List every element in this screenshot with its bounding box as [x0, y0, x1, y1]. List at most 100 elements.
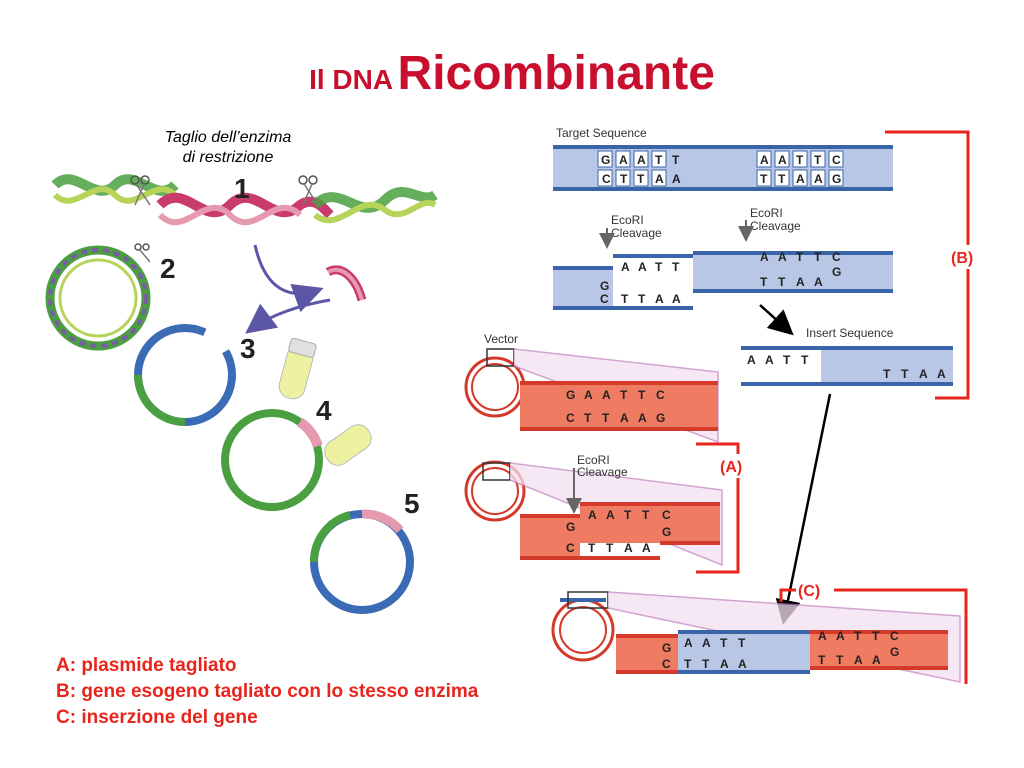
svg-text:T: T	[602, 411, 610, 425]
plasmid-3	[134, 324, 236, 426]
svg-text:A: A	[814, 172, 823, 186]
svg-text:A: A	[620, 411, 629, 425]
scissors-icon	[130, 175, 151, 206]
svg-text:A: A	[621, 260, 630, 274]
caption-line-2: di restrizione	[182, 149, 274, 166]
svg-text:C: C	[600, 292, 609, 306]
svg-text:A: A	[637, 153, 646, 167]
bracket-a-bg	[718, 454, 756, 478]
gene-fragment	[325, 265, 367, 302]
svg-text:G: G	[890, 645, 899, 659]
svg-text:T: T	[584, 411, 592, 425]
svg-text:A: A	[778, 153, 787, 167]
caption-line-1: Taglio dell’enzima	[164, 129, 292, 146]
svg-text:C: C	[662, 508, 671, 522]
svg-text:A: A	[638, 411, 647, 425]
svg-text:T: T	[854, 629, 862, 643]
test-tube-icon	[278, 337, 317, 400]
title-main: Ricombinante	[397, 47, 715, 100]
svg-text:T: T	[760, 172, 768, 186]
ecori-label-1: EcoRI	[611, 213, 644, 227]
svg-text:A: A	[606, 508, 615, 522]
svg-text:A: A	[760, 250, 769, 264]
svg-text:A: A	[760, 153, 769, 167]
cleavage-label-2: Cleavage	[750, 219, 801, 233]
svg-text:G: G	[656, 411, 665, 425]
svg-text:G: G	[566, 388, 575, 402]
bracket-a	[696, 442, 740, 574]
svg-text:T: T	[760, 275, 768, 289]
svg-text:G: G	[600, 279, 609, 293]
svg-text:T: T	[814, 153, 822, 167]
svg-text:T: T	[588, 541, 596, 555]
svg-text:T: T	[655, 153, 663, 167]
plasmid-4	[221, 409, 323, 511]
legend-a: A: plasmide tagliato	[56, 655, 237, 676]
svg-text:A: A	[655, 292, 664, 306]
svg-text:A: A	[765, 353, 774, 367]
bracket-b-bg	[948, 245, 988, 269]
cut-arrow	[253, 244, 324, 313]
svg-text:T: T	[814, 250, 822, 264]
svg-text:A: A	[588, 508, 597, 522]
svg-text:T: T	[672, 260, 680, 274]
plasmid-5	[309, 509, 414, 614]
svg-text:G: G	[662, 641, 671, 655]
svg-text:T: T	[620, 172, 628, 186]
svg-text:T: T	[836, 653, 844, 667]
svg-text:A: A	[619, 153, 628, 167]
svg-text:A: A	[937, 367, 946, 381]
to-insert-arrow	[759, 304, 794, 336]
svg-text:A: A	[624, 541, 633, 555]
svg-text:A: A	[655, 172, 664, 186]
legend-b: B: gene esogeno tagliato con lo stesso e…	[56, 681, 479, 702]
step-3-number: 3	[240, 333, 256, 364]
svg-text:T: T	[818, 653, 826, 667]
svg-text:T: T	[796, 250, 804, 264]
legend: A: plasmide tagliato B: gene esogeno tag…	[56, 653, 478, 731]
insert-sequence-label: Insert Sequence	[806, 326, 894, 340]
svg-text:C: C	[656, 388, 665, 402]
svg-text:A: A	[854, 653, 863, 667]
svg-text:T: T	[702, 657, 710, 671]
svg-text:A: A	[796, 172, 805, 186]
svg-text:A: A	[672, 292, 681, 306]
svg-text:C: C	[832, 250, 841, 264]
bracket-a-label: (A)	[720, 459, 742, 476]
step-5-number: 5	[404, 488, 420, 519]
svg-text:T: T	[738, 636, 746, 650]
svg-text:T: T	[642, 508, 650, 522]
svg-text:T: T	[637, 172, 645, 186]
page-title: Il DNA Ricombinante	[0, 46, 1024, 101]
vector-label: Vector	[484, 332, 518, 346]
svg-text:A: A	[684, 636, 693, 650]
svg-text:A: A	[602, 388, 611, 402]
svg-text:A: A	[672, 172, 681, 186]
recombinant-plasmid	[551, 591, 615, 662]
plasmid-2-helix	[45, 245, 151, 351]
svg-text:C: C	[662, 657, 671, 671]
svg-text:A: A	[872, 653, 881, 667]
svg-text:T: T	[672, 153, 680, 167]
svg-text:T: T	[620, 388, 628, 402]
svg-text:A: A	[584, 388, 593, 402]
to-recombinant-arrow	[775, 393, 832, 625]
svg-text:T: T	[720, 636, 728, 650]
svg-text:T: T	[778, 172, 786, 186]
bracket-c	[779, 588, 968, 684]
svg-text:T: T	[796, 153, 804, 167]
svg-text:T: T	[624, 508, 632, 522]
svg-text:T: T	[638, 388, 646, 402]
ecori-label-3: EcoRI	[577, 453, 610, 467]
target-sequence-label: Target Sequence	[556, 126, 647, 140]
svg-text:G: G	[832, 265, 841, 279]
cleavage-label-3: Cleavage	[577, 465, 628, 479]
svg-text:C: C	[832, 153, 841, 167]
svg-text:T: T	[801, 353, 809, 367]
title-prefix: Il DNA	[309, 64, 394, 95]
step-2-number: 2	[160, 253, 176, 284]
